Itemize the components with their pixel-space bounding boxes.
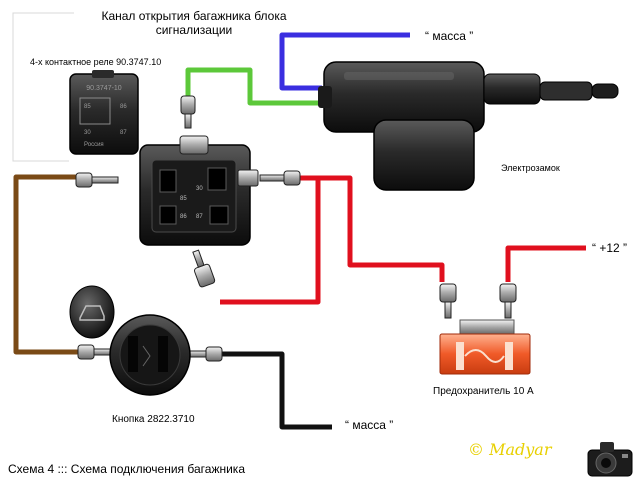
electric-lock <box>318 61 619 191</box>
terminal-green <box>180 95 196 129</box>
blue-wire <box>279 32 410 91</box>
terminal-fuse-right <box>499 283 517 319</box>
alarm-channel-label: Канал открытия багажника блока сигнализа… <box>0 9 388 37</box>
ground-label-bottom: “ масса ” <box>345 418 394 432</box>
relay-label: 4-х контактное реле 90.3747.10 <box>30 57 162 67</box>
ground-label-top: “ масса ” <box>425 29 474 43</box>
relay-pin-30: 30 <box>84 130 91 136</box>
relay-brand: Россия <box>84 142 104 148</box>
socket-pin-30: 30 <box>196 186 203 192</box>
relay-socket: 85 30 86 87 <box>139 135 259 246</box>
red-wire-b <box>220 175 321 305</box>
socket-pin-87: 87 <box>196 214 203 220</box>
terminal-button-left <box>77 344 113 360</box>
terminal-red-relay <box>259 170 301 186</box>
camera-icon <box>587 442 633 477</box>
relay-pin-85: 85 <box>84 104 91 110</box>
socket-pin-85: 85 <box>180 196 187 202</box>
alarm-channel-line2: сигнализации <box>155 23 233 37</box>
trunk-button <box>69 285 191 396</box>
button-label: Кнопка 2822.3710 <box>112 414 195 425</box>
lock-label: Электрозамок <box>501 163 560 173</box>
fuse-label: Предохранитель 10 А <box>433 386 534 397</box>
car-trunk-icon <box>79 305 105 321</box>
green-wire <box>185 67 322 106</box>
author-signature: © Madyar <box>468 440 552 459</box>
relay: 90.3747-10 85 86 30 87 Россия <box>69 70 139 155</box>
terminal-white <box>75 172 119 188</box>
fuse <box>439 319 531 375</box>
relay-marking-top: 90.3747-10 <box>86 85 122 92</box>
alarm-channel-line1: Канал открытия багажника блока <box>101 9 287 23</box>
red-wire-c <box>505 245 586 282</box>
plus12-label: “ +12 ” <box>592 241 628 255</box>
scheme-caption: Схема 4 ::: Схема подключения багажника <box>8 462 245 476</box>
white-wire <box>13 13 75 177</box>
relay-pin-86: 86 <box>120 104 127 110</box>
black-wire <box>214 351 332 430</box>
terminal-button-right <box>189 346 223 362</box>
red-wire-a <box>292 175 445 282</box>
brown-wire <box>13 174 78 355</box>
relay-pin-87: 87 <box>120 130 127 136</box>
terminal-fuse-left <box>439 283 457 319</box>
socket-pin-86: 86 <box>180 214 187 220</box>
terminal-red-lower <box>192 249 216 288</box>
